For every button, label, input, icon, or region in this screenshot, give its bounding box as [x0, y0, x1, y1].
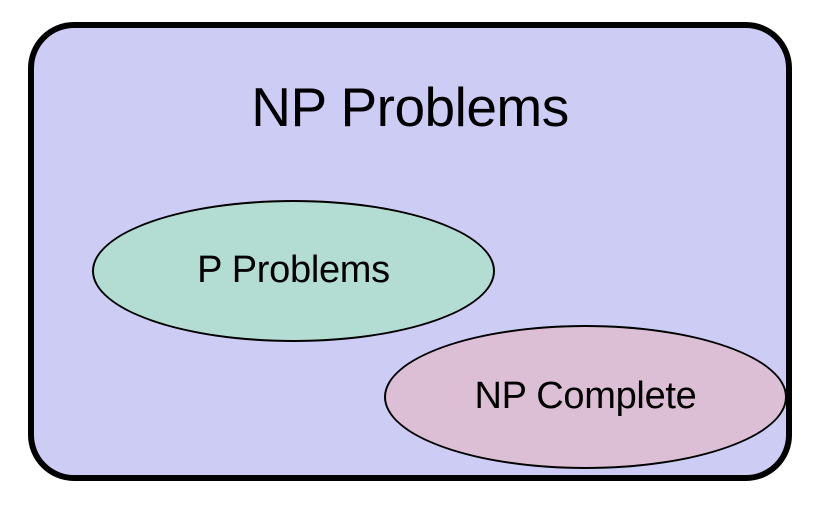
np-problems-set[interactable]: NP Problems P Problems NP Complete	[28, 22, 792, 481]
np-problems-label: NP Problems	[251, 76, 569, 138]
np-complete-label: NP Complete	[474, 375, 697, 417]
np-complete-set[interactable]: NP Complete	[384, 325, 787, 469]
p-problems-set[interactable]: P Problems	[92, 200, 495, 342]
p-problems-label: P Problems	[197, 249, 390, 291]
